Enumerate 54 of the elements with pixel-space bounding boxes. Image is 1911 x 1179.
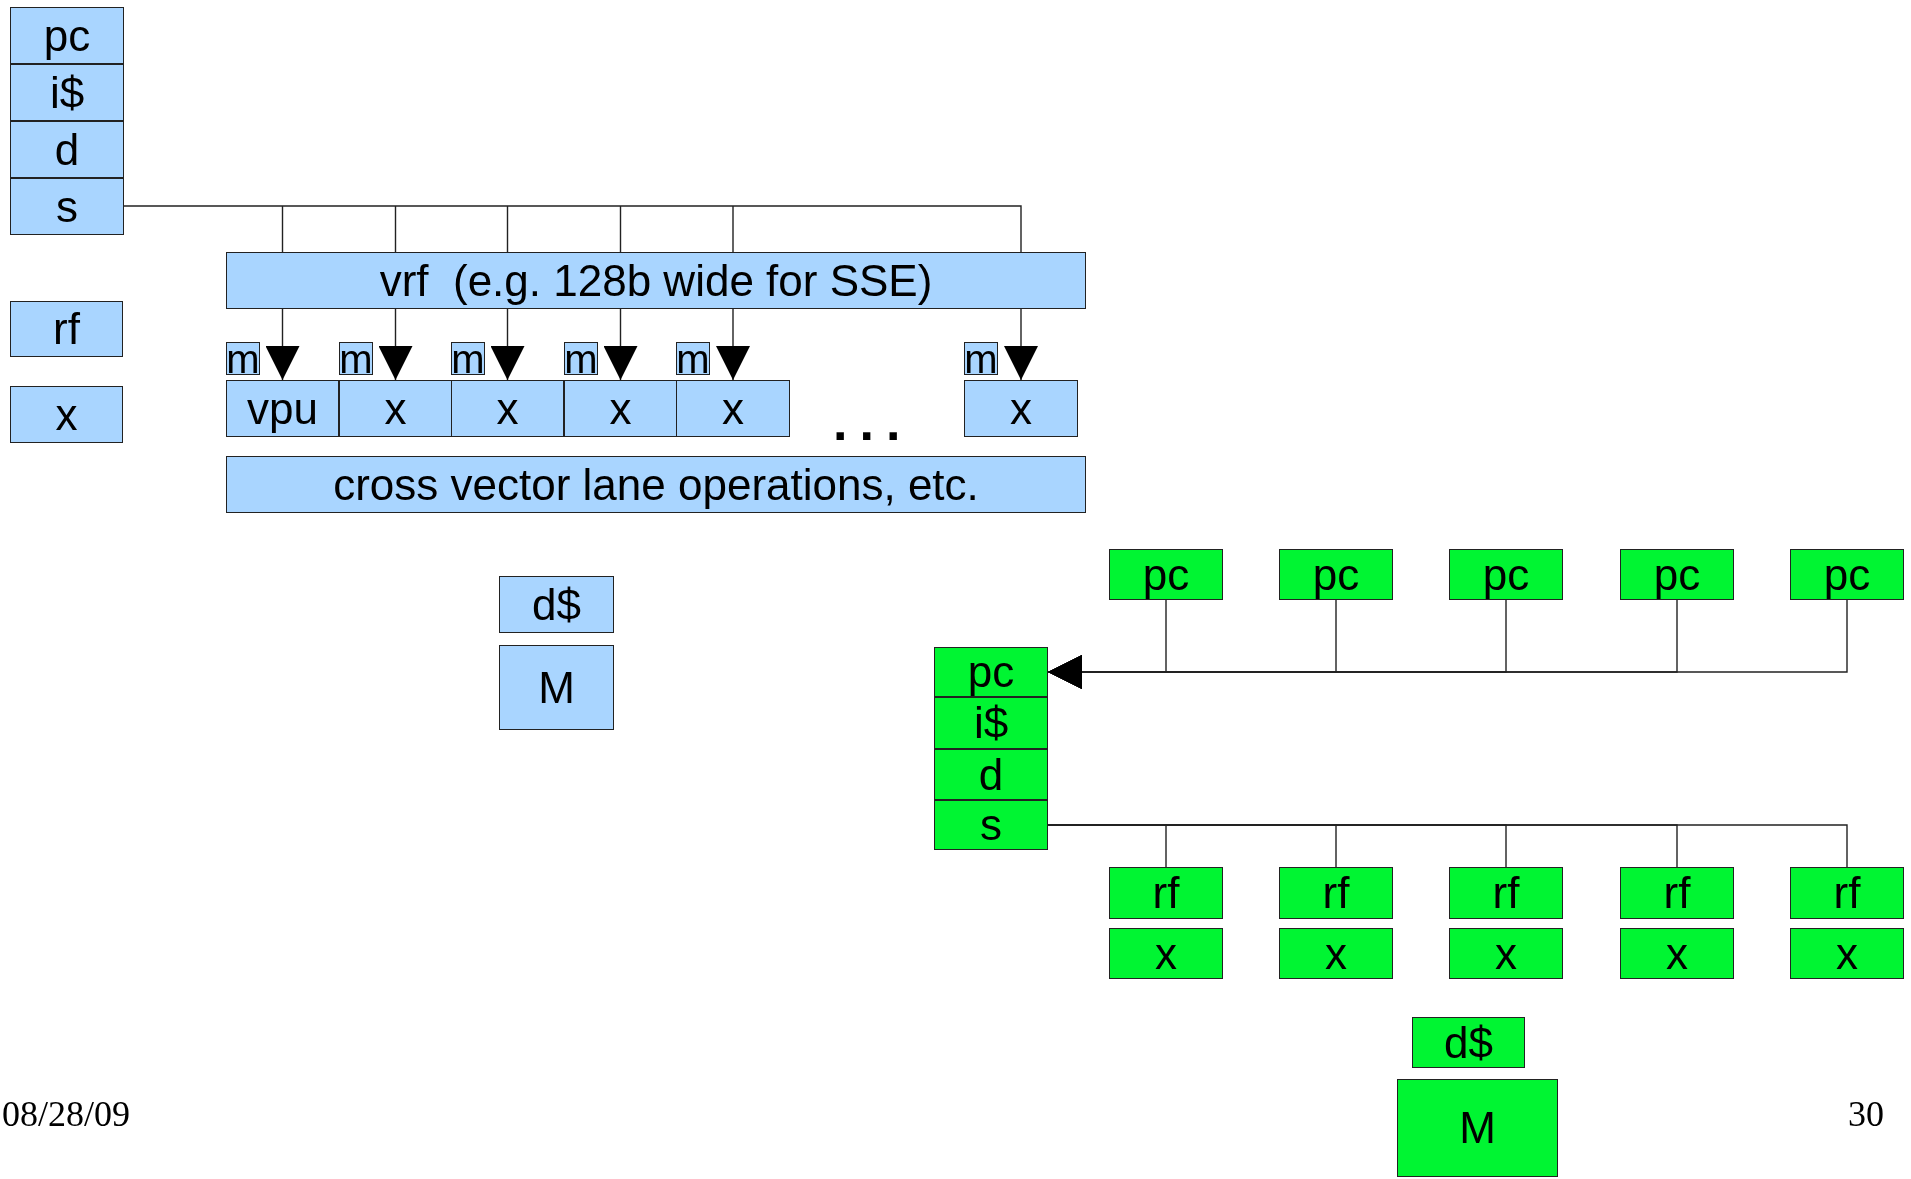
connector-line bbox=[123, 205, 1022, 253]
unit-box: s bbox=[10, 178, 124, 235]
unit-box: M bbox=[1397, 1079, 1558, 1177]
unit-box: s bbox=[934, 800, 1048, 850]
unit-box: m bbox=[676, 342, 710, 375]
unit-box: vrf (e.g. 128b wide for SSE) bbox=[226, 252, 1086, 309]
unit-box: pc bbox=[1449, 549, 1563, 600]
arrow bbox=[603, 308, 638, 381]
unit-box: m bbox=[339, 342, 373, 375]
unit-box: x bbox=[10, 386, 123, 443]
unit-box: i$ bbox=[934, 697, 1048, 749]
unit-box: x bbox=[964, 380, 1078, 437]
unit-box: pc bbox=[1109, 549, 1223, 600]
unit-box: x bbox=[1279, 928, 1393, 979]
unit-box: rf bbox=[1279, 867, 1393, 919]
unit-box: m bbox=[451, 342, 485, 375]
arrow bbox=[716, 308, 750, 381]
unit-box: vpu bbox=[226, 380, 339, 437]
ellipsis: ... bbox=[833, 392, 913, 452]
unit-box: i$ bbox=[10, 64, 124, 121]
unit-box: x bbox=[1790, 928, 1904, 979]
unit-box: m bbox=[226, 342, 260, 375]
unit-box: rf bbox=[1109, 867, 1223, 919]
unit-box: cross vector lane operations, etc. bbox=[226, 456, 1086, 513]
page-number: 30 bbox=[1848, 1093, 1884, 1135]
arrow bbox=[1047, 599, 1848, 689]
arrow bbox=[1004, 308, 1038, 381]
unit-box: x bbox=[339, 380, 452, 437]
unit-box: pc bbox=[1279, 549, 1393, 600]
unit-box: x bbox=[451, 380, 564, 437]
unit-box: pc bbox=[1620, 549, 1734, 600]
unit-box: x bbox=[564, 380, 677, 437]
unit-box: x bbox=[1620, 928, 1734, 979]
unit-box: d bbox=[10, 121, 124, 178]
unit-box: pc bbox=[934, 647, 1048, 697]
unit-box: x bbox=[676, 380, 790, 437]
unit-box: pc bbox=[10, 7, 124, 64]
unit-box: x bbox=[1449, 928, 1563, 979]
unit-box: d bbox=[934, 749, 1048, 800]
unit-box: m bbox=[564, 342, 598, 375]
unit-box: rf bbox=[1790, 867, 1904, 919]
date-text: 08/28/09 bbox=[2, 1093, 130, 1135]
arrow bbox=[378, 308, 413, 381]
unit-box: rf bbox=[1620, 867, 1734, 919]
unit-box: x bbox=[1109, 928, 1223, 979]
unit-box: m bbox=[964, 342, 998, 375]
arrow bbox=[490, 308, 525, 381]
unit-box: d$ bbox=[499, 576, 614, 633]
unit-box: M bbox=[499, 645, 614, 730]
arrow bbox=[265, 308, 300, 381]
unit-box: pc bbox=[1790, 549, 1904, 600]
unit-box: d$ bbox=[1412, 1017, 1525, 1068]
unit-box: rf bbox=[1449, 867, 1563, 919]
unit-box: rf bbox=[10, 301, 123, 357]
